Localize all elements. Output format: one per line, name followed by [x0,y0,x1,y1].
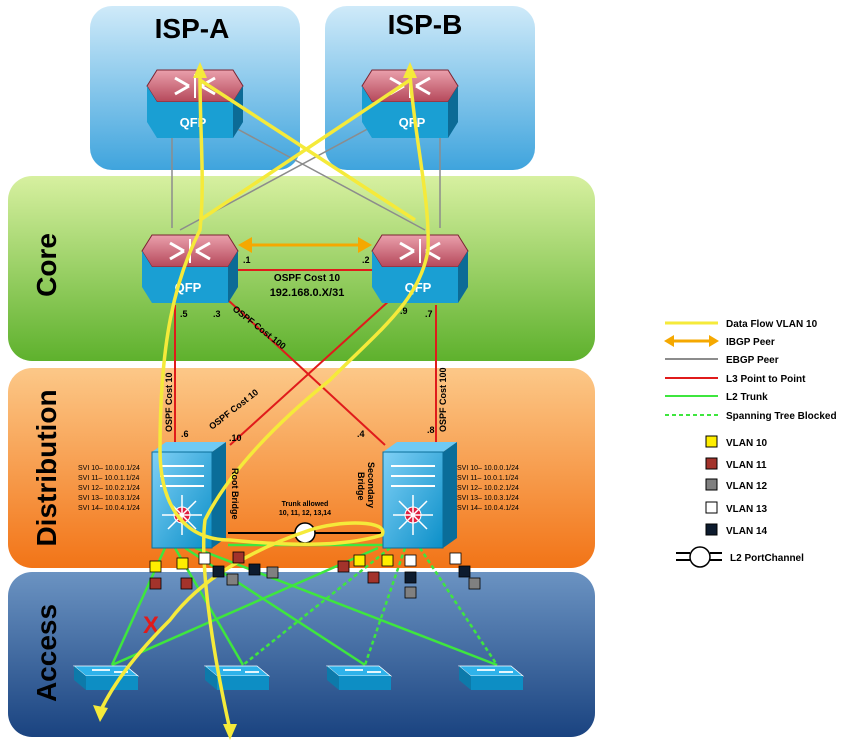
svi-entry: SVI 13– 10.0.3.1/24 [78,495,140,502]
legend-swatch [705,435,718,448]
root-bridge-label: Root Bridge [230,468,240,520]
qfp-label: QFP [399,115,426,130]
svi-list-left: SVI 10– 10.0.0.1/24 SVI 11– 10.0.1.1/24 … [78,465,140,512]
legend-item-vlan: VLAN 13 [726,504,768,515]
dist-switch-left [151,442,226,549]
isp-a-label: ISP-A [155,13,230,44]
access-switch-3 [326,665,392,691]
access-switch-2 [204,665,270,691]
core-subnet-label: 192.168.0.X/31 [270,287,345,299]
access-switch-4 [458,665,524,691]
svi-entry: SVI 10– 10.0.0.1/24 [78,465,140,472]
legend-item-ebgp: EBGP Peer [726,355,779,366]
legend-item-stp-blocked: Spanning Tree Blocked [726,411,837,422]
secondary-bridge-label: Secondary [366,462,376,508]
ip-label: .2 [362,255,370,265]
svi-entry: SVI 12– 10.0.2.1/24 [457,485,519,492]
svi-entry: SVI 11– 10.0.1.1/24 [78,475,139,482]
core-ospf-label: OSPF Cost 10 [274,273,341,284]
svi-entry: SVI 11– 10.0.1.1/24 [457,475,518,482]
ip-label: .6 [181,429,189,439]
legend-swatch [705,457,718,470]
legend-swatch [705,523,718,536]
ip-label: .4 [357,429,365,439]
blocked-x-icon: X [143,612,159,639]
legend-item-ibgp: IBGP Peer [726,337,775,348]
svi-entry: SVI 12– 10.0.2.1/24 [78,485,140,492]
secondary-bridge-label: Bridge [356,472,366,501]
isp-b-label: ISP-B [388,9,463,40]
ospf-cost-label: OSPF Cost 100 [438,367,448,432]
legend-swatch [689,546,711,568]
svi-entry: SVI 13– 10.0.3.1/24 [457,495,519,502]
legend: Data Flow VLAN 10 IBGP Peer EBGP Peer L3… [664,319,837,568]
data-flow-vlan10 [98,74,430,731]
l2-trunks [110,543,498,667]
ip-label: .10 [229,433,242,443]
trunk-label: 10, 11, 12, 13,14 [279,510,331,517]
legend-swatch [664,335,674,347]
access-layer [8,572,595,737]
ospf-cost-label: OSPF Cost 10 [164,372,174,432]
ip-label: .3 [213,309,221,319]
ip-label: .8 [427,425,435,435]
access-label: Access [31,604,62,702]
svi-entry: SVI 14– 10.0.4.1/24 [78,505,140,512]
ip-label: .7 [425,309,433,319]
legend-item-portchannel: L2 PortChannel [730,553,804,564]
legend-item-vlan: VLAN 14 [726,526,768,537]
legend-item-l3: L3 Point to Point [726,374,806,385]
stp-blocked-links [242,547,499,666]
qfp-label: QFP [175,280,202,295]
legend-swatch [709,335,719,347]
trunk-label: Trunk allowed [282,501,329,508]
legend-item-vlan: VLAN 12 [726,481,768,492]
core-layer [8,176,595,361]
l3-links [174,269,437,446]
legend-item-vlan: VLAN 10 [726,438,768,449]
dist-switch-right [382,442,457,549]
ip-label: .1 [243,255,251,265]
ibgp-arrow [238,237,372,253]
svi-entry: SVI 14– 10.0.4.1/24 [457,505,519,512]
ip-label: .9 [400,306,408,316]
svi-entry: SVI 10– 10.0.0.1/24 [457,465,519,472]
core-label: Core [31,233,62,297]
ip-label: .5 [180,309,188,319]
svi-list-right: SVI 10– 10.0.0.1/24 SVI 11– 10.0.1.1/24 … [457,465,519,512]
legend-swatch [705,501,718,514]
legend-item-vlan: VLAN 11 [726,460,767,471]
vlan-markers [149,551,481,599]
data-flow-arrowheads [93,62,417,740]
legend-item-data-flow: Data Flow VLAN 10 [726,319,818,330]
distribution-label: Distribution [31,389,62,546]
legend-swatch [705,478,718,491]
legend-item-l2-trunk: L2 Trunk [726,392,768,403]
